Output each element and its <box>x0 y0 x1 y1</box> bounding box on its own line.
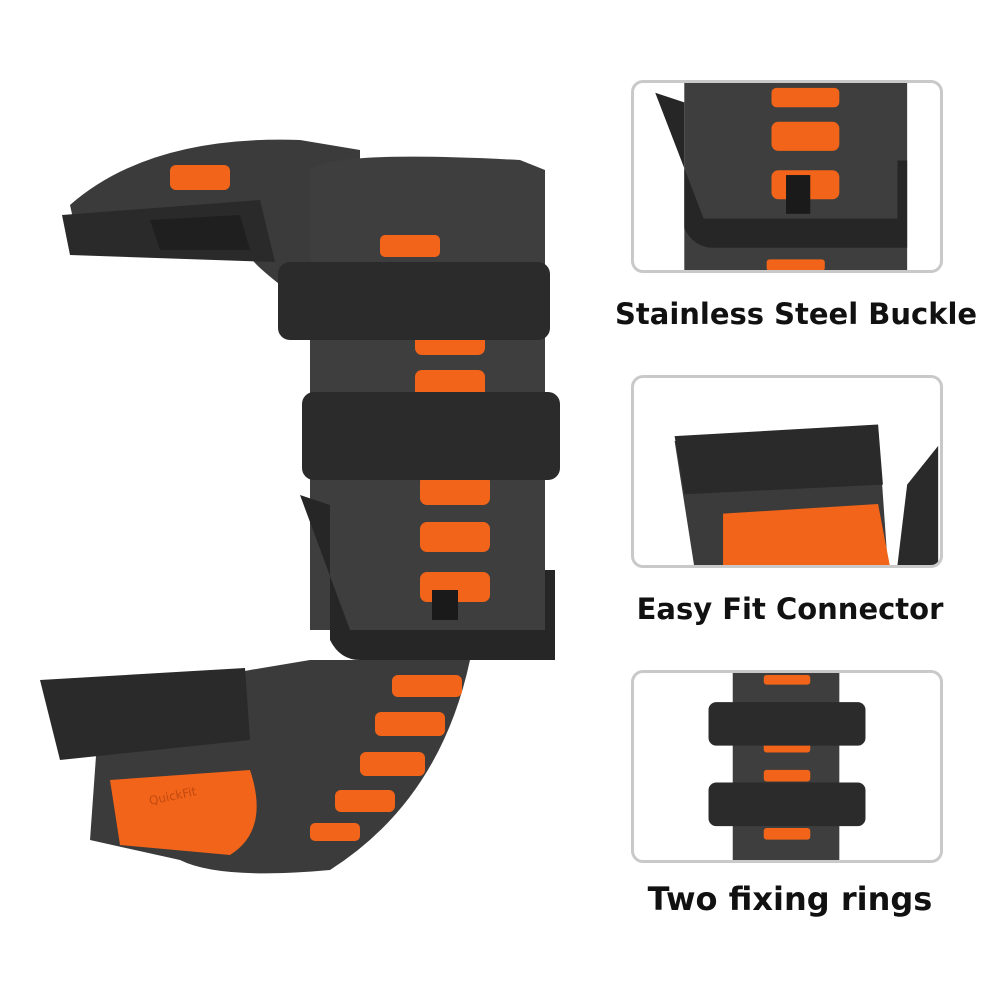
buckle <box>300 495 555 660</box>
ring-2 <box>708 782 866 827</box>
connector-closeup-image <box>674 424 939 565</box>
panel-buckle <box>631 80 943 273</box>
ring-1 <box>708 702 866 746</box>
feature-label: Two fixing rings <box>647 880 933 918</box>
bottom-connector <box>40 668 250 760</box>
top-connector-latch <box>150 215 250 250</box>
panel-connector <box>631 375 943 568</box>
buckle-closeup-image <box>655 83 908 270</box>
feature-label: Stainless Steel Buckle <box>615 297 978 331</box>
feature-label: Easy Fit Connector <box>636 592 944 626</box>
buckle-pin <box>432 590 458 620</box>
fixing-ring-2 <box>302 392 560 480</box>
fixing-ring-1 <box>278 262 550 340</box>
watch-band-image: QuickFit <box>40 139 560 874</box>
rings-closeup-image <box>708 673 866 860</box>
panel-rings <box>631 670 943 863</box>
strap-holes <box>380 235 490 602</box>
